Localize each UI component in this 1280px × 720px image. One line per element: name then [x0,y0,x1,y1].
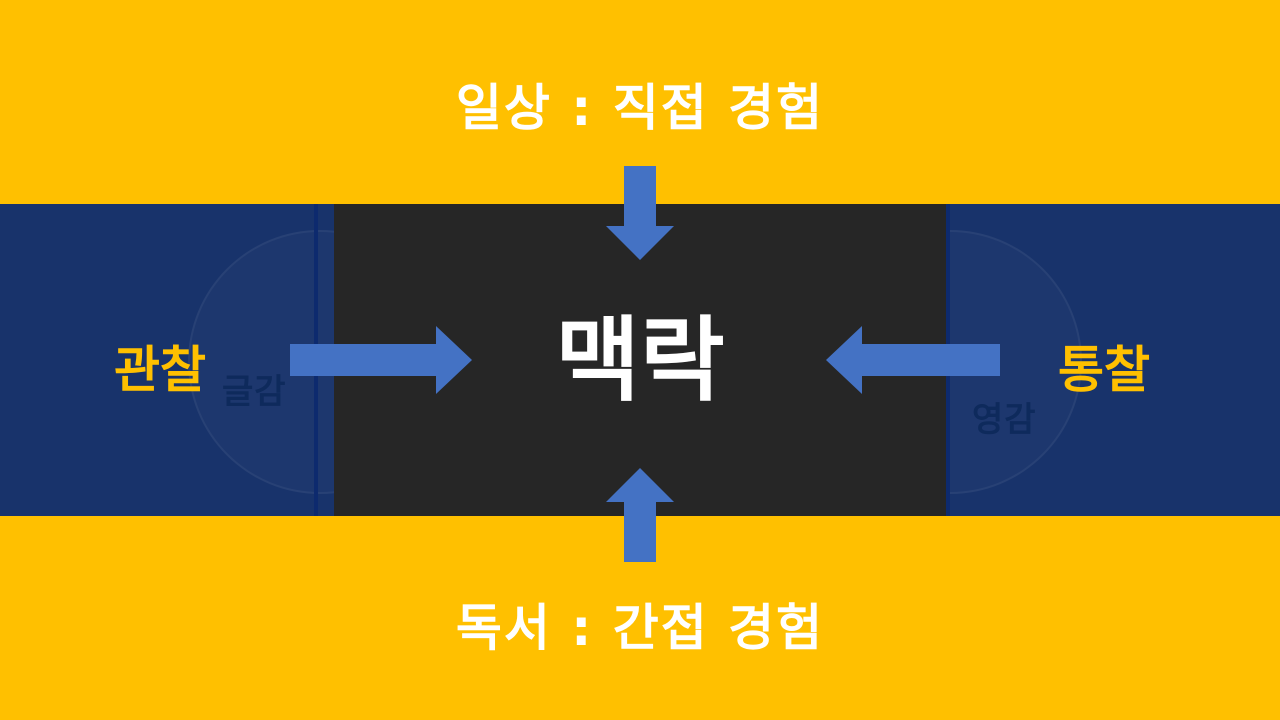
arrow-right-icon [290,326,472,394]
right-label: 통찰 [1058,341,1150,399]
left-label: 관찰 [114,341,206,399]
arrow-down-icon [606,166,674,260]
bottom-label: 독서 : 간접 경험 [455,599,825,657]
arrow-left-icon [826,326,1000,394]
left-ghost-text: 글감 [222,372,287,412]
center-label: 맥락 [555,307,725,414]
top-label: 일상 : 직접 경험 [455,79,825,137]
arrow-up-icon [606,468,674,562]
right-ghost-text: 영감 [972,400,1037,440]
